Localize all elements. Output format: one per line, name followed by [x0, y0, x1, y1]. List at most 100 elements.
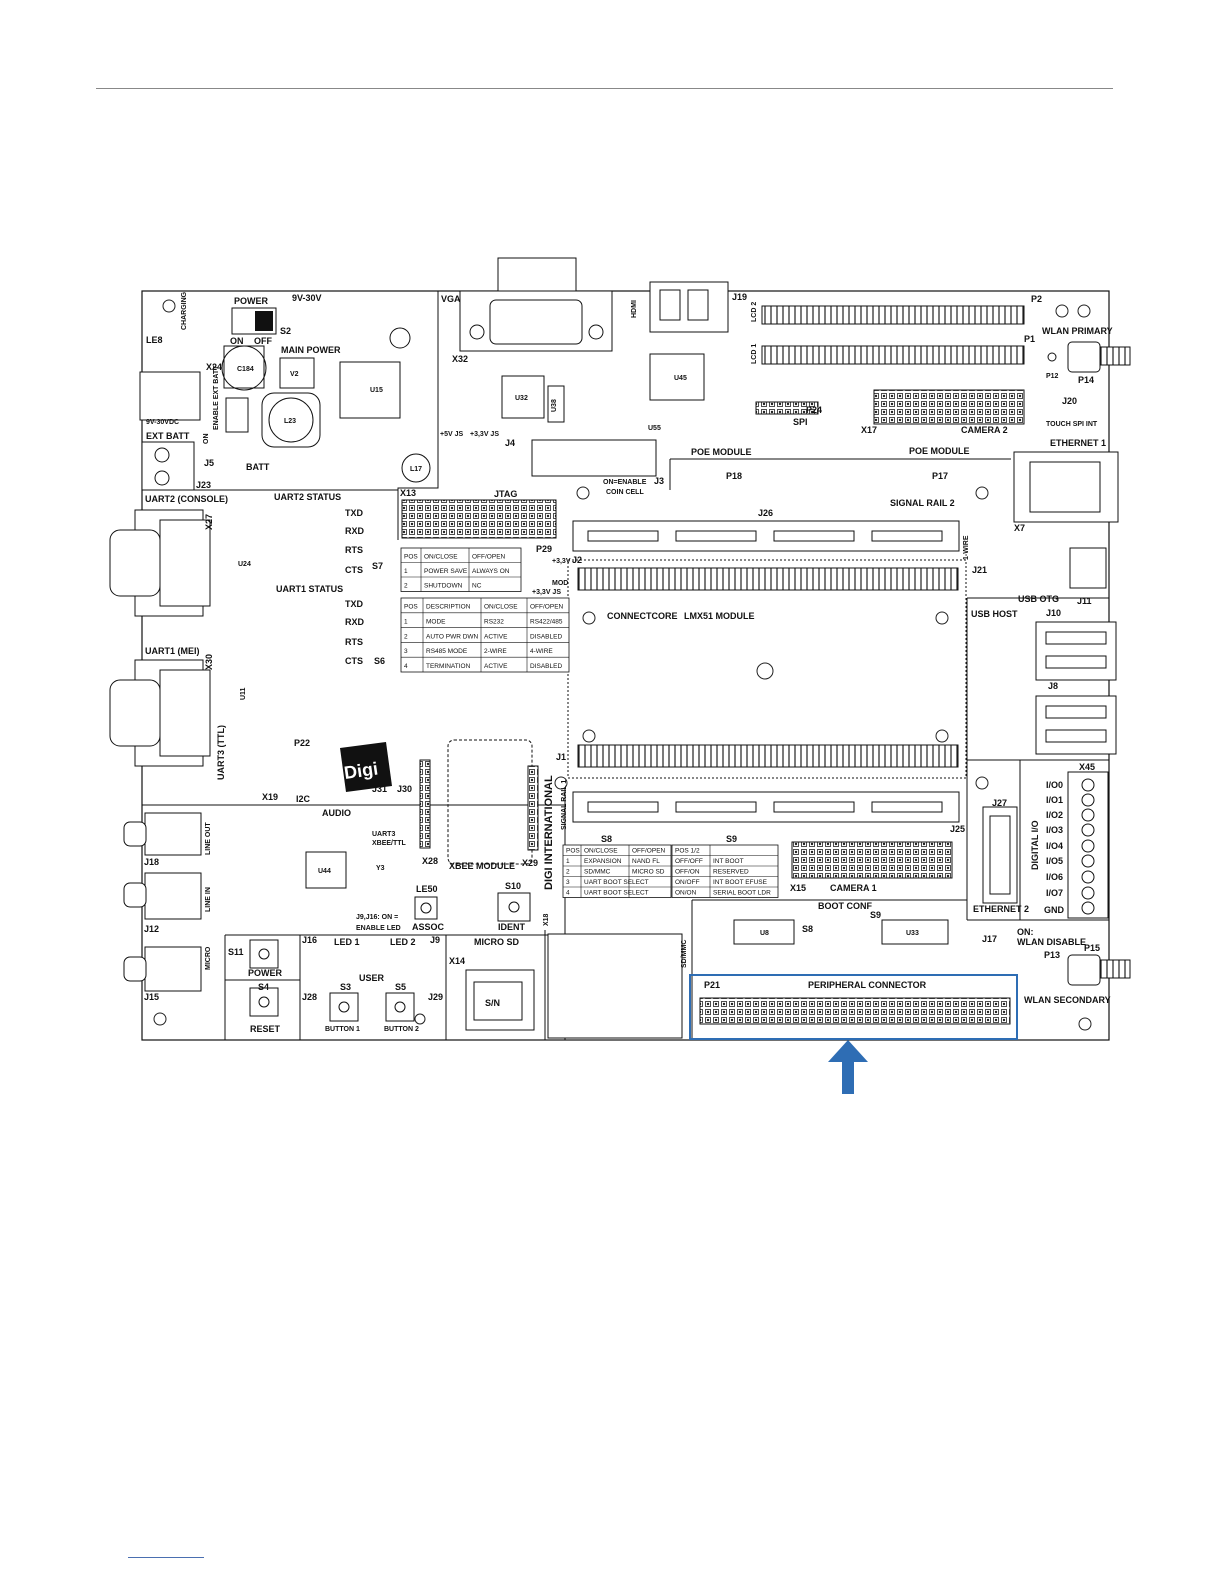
- svg-text:U24: U24: [238, 561, 251, 568]
- svg-text:X15: X15: [790, 883, 806, 893]
- svg-text:U8: U8: [760, 930, 769, 937]
- table-cell: TERMINATION: [426, 663, 471, 670]
- svg-text:MICRO SD: MICRO SD: [474, 937, 520, 947]
- svg-text:LCD 1: LCD 1: [751, 344, 758, 364]
- svg-text:J30: J30: [397, 784, 412, 794]
- wlan-primary-antenna: [1047, 341, 1131, 373]
- camera1-header: [791, 841, 953, 879]
- svg-text:U38: U38: [551, 399, 558, 412]
- svg-text:S2: S2: [280, 326, 291, 336]
- svg-text:J2: J2: [572, 555, 582, 565]
- svg-text:COIN CELL: COIN CELL: [606, 489, 644, 496]
- svg-text:P29: P29: [536, 544, 552, 554]
- digi-logo: Digi: [340, 742, 392, 792]
- svg-text:I/O5: I/O5: [1046, 856, 1063, 866]
- svg-text:LINE IN: LINE IN: [205, 887, 212, 912]
- svg-text:SPI: SPI: [793, 417, 808, 427]
- svg-text:UART2 STATUS: UART2 STATUS: [274, 492, 341, 502]
- svg-text:ON: ON: [203, 434, 210, 445]
- svg-text:IDENT: IDENT: [498, 922, 526, 932]
- table-cell: 4: [404, 663, 408, 670]
- svg-text:U55: U55: [648, 425, 661, 432]
- svg-text:JTAG: JTAG: [494, 489, 517, 499]
- svg-text:SIGNAL RAIL 1: SIGNAL RAIL 1: [561, 780, 568, 830]
- vga-connector: [459, 257, 613, 352]
- table-cell: ACTIVE: [484, 663, 508, 670]
- svg-text:I/O0: I/O0: [1046, 780, 1063, 790]
- svg-text:POE MODULE: POE MODULE: [691, 447, 752, 457]
- svg-text:P21: P21: [704, 980, 720, 990]
- svg-text:RTS: RTS: [345, 545, 363, 555]
- table-cell: ON/OFF: [675, 879, 700, 886]
- svg-text:LED 1: LED 1: [334, 937, 360, 947]
- svg-text:J23: J23: [196, 480, 211, 490]
- uart2-db9: [109, 509, 211, 617]
- svg-text:TXD: TXD: [345, 599, 364, 609]
- svg-text:+3,3V JS: +3,3V JS: [532, 589, 561, 596]
- svg-text:PERIPHERAL CONNECTOR: PERIPHERAL CONNECTOR: [808, 980, 927, 990]
- svg-text:BATT: BATT: [246, 462, 270, 472]
- svg-text:RESET: RESET: [250, 1024, 281, 1034]
- svg-text:J17: J17: [982, 934, 997, 944]
- svg-text:V2: V2: [290, 371, 299, 378]
- svg-text:P1: P1: [1024, 334, 1035, 344]
- svg-text:I/O1: I/O1: [1046, 795, 1063, 805]
- svg-text:J12: J12: [144, 924, 159, 934]
- table-cell: 1: [566, 858, 570, 865]
- table-cell: NAND FL: [632, 858, 660, 865]
- table-cell: POS: [404, 553, 418, 560]
- table-cell: SERIAL BOOT LDR: [713, 890, 771, 897]
- svg-text:S3: S3: [340, 982, 351, 992]
- power-label: POWER: [234, 296, 269, 306]
- svg-text:Digi: Digi: [343, 758, 379, 783]
- svg-text:AUDIO: AUDIO: [322, 808, 351, 818]
- table-cell: POWER SAVE: [424, 568, 468, 575]
- svg-text:BOOT CONF: BOOT CONF: [818, 901, 872, 911]
- audio-jacks: [123, 812, 202, 992]
- usb-otg-jack: [1069, 547, 1107, 589]
- svg-text:L17: L17: [410, 466, 422, 473]
- svg-text:X7: X7: [1014, 523, 1025, 533]
- svg-text:MOD: MOD: [552, 580, 568, 587]
- mounting-holes: [153, 299, 1092, 1031]
- ethernet2-connector: [982, 806, 1018, 904]
- svg-text:X24: X24: [206, 362, 222, 372]
- svg-text:X29: X29: [522, 858, 538, 868]
- svg-text:CHARGING: CHARGING: [181, 291, 188, 330]
- uart1-db9: [109, 659, 211, 767]
- svg-text:U45: U45: [674, 375, 687, 382]
- svg-text:ETHERNET 1: ETHERNET 1: [1050, 438, 1106, 448]
- table-cell: OFF/ON: [675, 869, 700, 876]
- svg-text:S10: S10: [505, 881, 521, 891]
- j26-signal-rail: [572, 520, 960, 552]
- svg-text:J3: J3: [654, 476, 664, 486]
- svg-text:LE50: LE50: [416, 884, 438, 894]
- svg-text:P24: P24: [806, 405, 822, 415]
- svg-text:9V-30V: 9V-30V: [292, 293, 322, 303]
- svg-text:X13: X13: [400, 488, 416, 498]
- svg-text:J29: J29: [428, 992, 443, 1002]
- j25-signal-rail: [572, 791, 960, 823]
- svg-text:XBEE MODULE: XBEE MODULE: [449, 861, 515, 871]
- svg-text:J9,J16: ON =: J9,J16: ON =: [356, 914, 398, 921]
- svg-text:+3,3V: +3,3V: [552, 558, 571, 565]
- svg-text:X17: X17: [861, 425, 877, 435]
- svg-text:ON: ON: [230, 336, 244, 346]
- table-cell: ON/CLOSE: [424, 553, 458, 560]
- push-buttons: [249, 892, 531, 1022]
- svg-text:S7: S7: [372, 561, 383, 571]
- table-cell: SD/MMC: [584, 869, 611, 876]
- svg-text:SIGNAL RAIL 2: SIGNAL RAIL 2: [890, 498, 955, 508]
- table-cell: 1: [404, 568, 408, 575]
- table-cell: NC: [472, 582, 482, 589]
- table-cell: 2: [404, 633, 408, 640]
- board-labels: POWER 9V-30V S2 ON OFF LE8 CHARGING MAIN…: [144, 291, 1113, 1034]
- svg-text:J9: J9: [430, 935, 440, 945]
- svg-text:P18: P18: [726, 471, 742, 481]
- svg-text:WLAN SECONDARY: WLAN SECONDARY: [1024, 995, 1111, 1005]
- svg-text:XBEE/TTL: XBEE/TTL: [372, 840, 407, 847]
